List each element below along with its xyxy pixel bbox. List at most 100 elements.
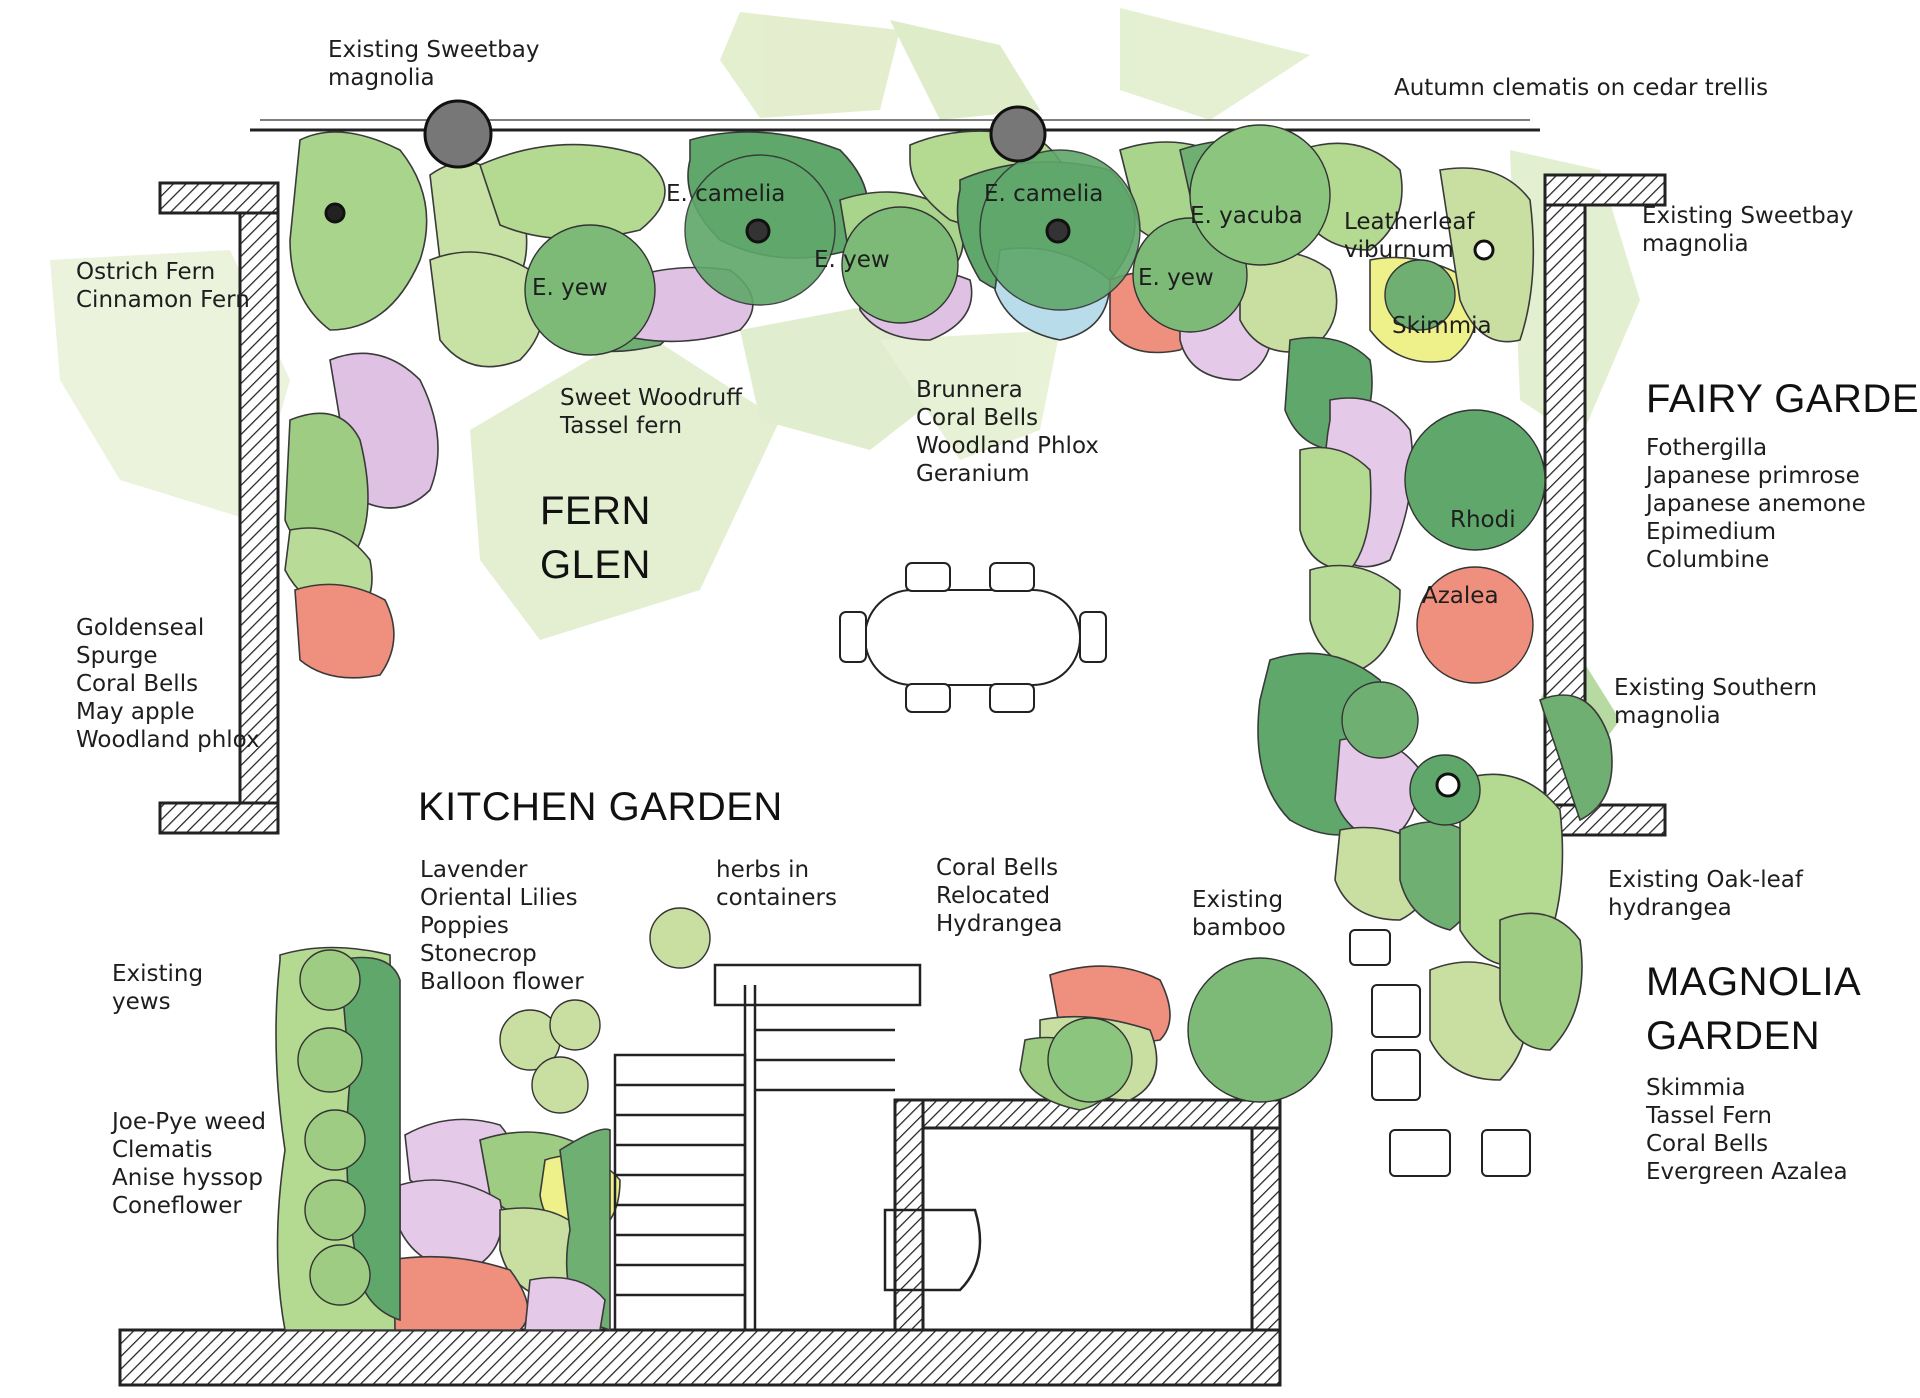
zone-kitchen-garden: KITCHEN GARDEN [418, 780, 783, 834]
label-line: Epimedium [1646, 519, 1777, 545]
label-line: viburnum [1344, 237, 1454, 263]
label-kitchen-plants: Lavender Oriental Lilies Poppies Stonecr… [420, 856, 584, 996]
label-line: Coneflower [112, 1193, 242, 1219]
label-line: Existing Sweetbay [328, 37, 540, 63]
label-line: Rhodi [1450, 507, 1516, 533]
label-line: E. yacuba [1190, 203, 1303, 229]
label-line: Columbine [1646, 547, 1770, 573]
label-southern-magnolia: Existing Southern magnolia [1614, 674, 1817, 730]
label-line: Existing Oak-leaf [1608, 867, 1803, 893]
label-brunnera: Brunnera Coral Bells Woodland Phlox Gera… [916, 376, 1099, 488]
label-sweetbay-right: Existing Sweetbay magnolia [1642, 202, 1853, 258]
label-line: Leatherleaf [1344, 209, 1475, 235]
label-fairy-plants: Fothergilla Japanese primrose Japanese a… [1646, 434, 1866, 574]
label-line: hydrangea [1608, 895, 1732, 921]
label-line: Existing Southern [1614, 675, 1818, 701]
label-line: Skimmia [1392, 313, 1492, 339]
existing-tree-trunks [324, 99, 1495, 798]
label-line: Hydrangea [936, 911, 1063, 937]
label-line: Existing [1192, 887, 1284, 913]
label-camelia-1: E. camelia [666, 180, 785, 208]
label-clematis-trellis: Autumn clematis on cedar trellis [1394, 74, 1768, 102]
label-line: Coral Bells [76, 671, 199, 697]
label-line: Poppies [420, 913, 509, 939]
label-azalea: Azalea [1422, 582, 1499, 610]
label-line: Fothergilla [1646, 435, 1768, 461]
zone-title: FAIRY GARDEN [1646, 377, 1920, 421]
label-rhodi: Rhodi [1450, 506, 1516, 534]
label-line: Japanese anemone [1646, 491, 1866, 517]
label-line: Tassel Fern [1646, 1103, 1772, 1129]
label-joe-pye: Joe-Pye weed Clematis Anise hyssop Conef… [112, 1108, 266, 1220]
patio-table [839, 562, 1107, 713]
label-line: Japanese primrose [1646, 463, 1860, 489]
label-line: bamboo [1192, 915, 1286, 941]
label-line: Relocated [936, 883, 1051, 909]
label-line: Coral Bells [936, 855, 1059, 881]
label-line: Balloon flower [420, 969, 584, 995]
label-line: Geranium [916, 461, 1030, 487]
deck-and-steps [613, 963, 982, 1332]
label-line: Coral Bells [1646, 1131, 1769, 1157]
label-line: E. yew [814, 247, 890, 273]
label-coral-relocated: Coral Bells Relocated Hydrangea [936, 854, 1062, 938]
label-line: magnolia [1614, 703, 1721, 729]
label-line: Existing Sweetbay [1642, 203, 1854, 229]
label-bamboo: Existing bamboo [1192, 886, 1286, 942]
label-line: Azalea [1422, 583, 1499, 609]
label-yew-1: E. yew [532, 274, 608, 302]
label-yew-3: E. yew [1138, 264, 1214, 292]
zone-title-line: FERN [540, 489, 651, 533]
zone-magnolia-garden: MAGNOLIA GARDEN [1646, 955, 1861, 1063]
label-line: Existing [112, 961, 204, 987]
label-line: E. camelia [984, 181, 1104, 207]
zone-fairy-garden: FAIRY GARDEN [1646, 372, 1920, 426]
zone-title: KITCHEN GARDEN [418, 785, 783, 829]
label-line: Woodland Phlox [916, 433, 1099, 459]
label-line: Stonecrop [420, 941, 537, 967]
label-herbs: herbs in containers [716, 856, 837, 912]
label-line: Joe-Pye weed [112, 1109, 266, 1135]
label-existing-yews: Existing yews [112, 960, 203, 1016]
label-camelia-2: E. camelia [984, 180, 1103, 208]
label-line: Coral Bells [916, 405, 1039, 431]
label-yacuba: E. yacuba [1190, 202, 1303, 230]
label-line: E. yew [532, 275, 608, 301]
label-line: Oriental Lilies [420, 885, 578, 911]
label-oakleaf: Existing Oak-leaf hydrangea [1608, 866, 1803, 922]
label-sweetbay-top: Existing Sweetbay magnolia [328, 36, 539, 92]
label-yew-2: E. yew [814, 246, 890, 274]
label-line: Evergreen Azalea [1646, 1159, 1848, 1185]
label-line: E. camelia [666, 181, 786, 207]
shrub-symbols [297, 124, 1546, 1306]
groundcover-washes [50, 8, 1640, 800]
label-line: Autumn clematis on cedar trellis [1394, 75, 1769, 101]
label-line: Lavender [420, 857, 528, 883]
label-line: yews [112, 989, 171, 1015]
label-line: Brunnera [916, 377, 1023, 403]
label-line: magnolia [328, 65, 435, 91]
stepping-stones [1349, 929, 1531, 1177]
label-line: Ostrich Fern [76, 259, 216, 285]
zone-title-line: GLEN [540, 543, 651, 587]
label-woodruff: Sweet Woodruff Tassel fern [560, 384, 742, 440]
label-line: Goldenseal [76, 615, 205, 641]
label-ferns-left: Ostrich Fern Cinnamon Fern [76, 258, 250, 314]
label-line: Skimmia [1646, 1075, 1746, 1101]
label-goldenseal: Goldenseal Spurge Coral Bells May apple … [76, 614, 260, 754]
label-line: Anise hyssop [112, 1165, 263, 1191]
label-line: May apple [76, 699, 195, 725]
label-viburnum: Leatherleaf viburnum [1344, 208, 1475, 264]
label-skimmia: Skimmia [1392, 312, 1492, 340]
label-magnolia-plants: Skimmia Tassel Fern Coral Bells Evergree… [1646, 1074, 1848, 1186]
label-line: magnolia [1642, 231, 1749, 257]
zone-fern-glen: FERN GLEN [540, 484, 651, 592]
label-line: herbs in [716, 857, 810, 883]
label-line: E. yew [1138, 265, 1214, 291]
label-line: Tassel fern [560, 413, 683, 439]
label-line: Spurge [76, 643, 158, 669]
label-line: Cinnamon Fern [76, 287, 250, 313]
label-line: Clematis [112, 1137, 213, 1163]
label-line: Woodland phlox [76, 727, 260, 753]
